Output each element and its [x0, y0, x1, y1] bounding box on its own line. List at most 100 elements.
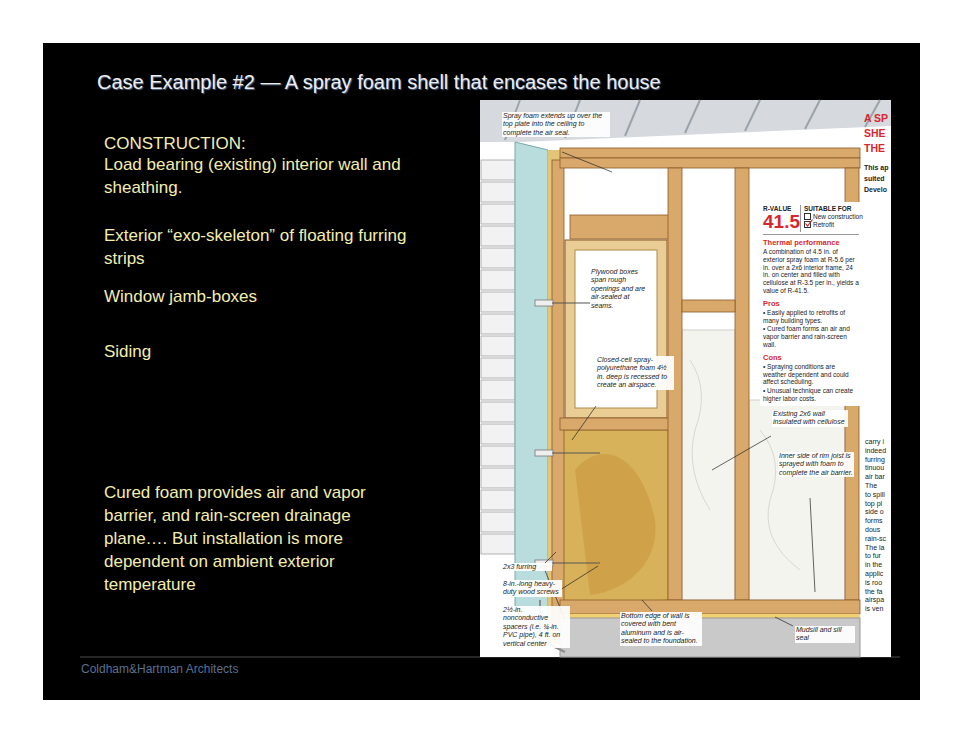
wall-illustration-part-part — [481, 534, 515, 554]
wall-illustration-part-part — [481, 292, 515, 312]
callout-label: Closed-cell spray-polyurethane foam 4½ i… — [596, 356, 674, 390]
bullet-text: • Unusual technique can create higher la… — [763, 387, 859, 403]
article-body-fragment: side o — [865, 508, 884, 516]
wall-illustration-part-part — [535, 300, 553, 306]
body-text: A combination of 4.5 in. of exterior spr… — [763, 248, 859, 295]
wall-illustration-part-part — [481, 468, 515, 488]
article-heading-fragment: THE — [864, 142, 885, 154]
wall-illustration-part-part — [625, 100, 640, 136]
wall-illustration-part-part — [481, 380, 515, 400]
article-deck-fragment: This ap — [864, 164, 889, 171]
bullet-text: Load bearing (existing) interior wall an… — [104, 153, 439, 199]
bullet-text: Exterior “exo-skeleton” of floating furr… — [104, 224, 439, 270]
wall-illustration-part-part — [481, 512, 515, 532]
wall-illustration-part — [565, 240, 667, 418]
article-body-fragment: airspa — [865, 596, 884, 604]
wall-illustration-part — [560, 600, 860, 614]
wall-illustration-part-part — [745, 100, 760, 131]
article-body-fragment: The la — [865, 544, 884, 552]
leader-lines-part — [562, 152, 612, 172]
slide-ground — [43, 43, 920, 700]
wall-illustration-part — [552, 303, 600, 563]
article-body-fragment: in the — [865, 561, 882, 569]
wall-illustration-part-part — [535, 450, 553, 456]
callout-label: Existing 2x6 wall insulated with cellulo… — [772, 410, 848, 427]
check-mark-stroke — [805, 220, 812, 227]
wall-illustration-part — [560, 158, 860, 168]
wall-illustration-part-part — [481, 490, 515, 510]
wall-illustration-part-part — [481, 160, 515, 180]
wall-illustration-part-part — [481, 270, 515, 290]
wall-illustration-part — [560, 418, 670, 430]
callout-label: 2½-in. nonconductive spacers (i.e. ¾-in.… — [502, 606, 570, 648]
leader-lines-part — [810, 498, 815, 592]
checkbox — [804, 221, 811, 228]
wall-illustration-part-part — [481, 248, 515, 268]
wall-illustration-part-part — [805, 100, 820, 129]
article-body-fragment: the fa — [865, 588, 883, 596]
wall-illustration-part — [481, 160, 515, 554]
article-body-fragment: tinuou — [865, 464, 884, 472]
wall-illustration-part-part — [552, 562, 600, 563]
option-text: New construction — [813, 213, 863, 220]
article-body-fragment: is roo — [865, 579, 882, 587]
wall-illustration-part — [749, 400, 845, 600]
article-body-fragment: air bar — [865, 473, 885, 481]
wall-illustration-part — [560, 618, 860, 657]
option-text: Retrofit — [813, 221, 834, 228]
wall-illustration-part-part — [481, 358, 515, 378]
leader-lines-part — [712, 436, 771, 470]
callout-label: 8-in.-long heavy-duty wood screws — [502, 580, 562, 597]
article-body-fragment: dous — [865, 526, 880, 534]
rating-value: 41.5 — [763, 212, 800, 232]
bullet-text: • Easily applied to retrofits of many bu… — [763, 309, 859, 325]
callout-label: Mudsill and sill seal — [795, 626, 855, 643]
summary-text: Cured foam provides air and vapor barrie… — [104, 481, 404, 596]
wall-illustration-part-part — [481, 336, 515, 356]
article-body-fragment: to fur — [865, 552, 881, 560]
section-heading: Thermal performance — [763, 238, 859, 247]
rating-heading: R-VALUE — [763, 205, 800, 212]
article-deck-fragment: Develo — [864, 186, 887, 193]
check-mark — [805, 219, 813, 227]
wall-illustration-part-part — [481, 446, 515, 466]
article-body-fragment: rain-sc — [865, 535, 886, 543]
wall-illustration-part-part — [481, 314, 515, 334]
wall-illustration-part-part — [481, 402, 515, 422]
footer-credit: Coldham&Hartman Architects — [81, 662, 238, 676]
info-panel: R-VALUE41.5SUITABLE FORNew constructionR… — [760, 202, 862, 406]
callout-label: Inner side of rim joist is sprayed with … — [778, 452, 854, 477]
checkbox — [804, 213, 811, 220]
article-body-fragment: top pl — [865, 500, 882, 508]
wall-illustration-part-part — [481, 204, 515, 224]
article-body-fragment: applic — [865, 570, 883, 578]
callout-label: Plywood boxes span rough openings and ar… — [590, 268, 654, 310]
bullet-text: Siding — [104, 340, 439, 363]
bullet-text: Window jamb-boxes — [104, 285, 439, 308]
callout-label: 2x3 furring — [502, 563, 552, 571]
wall-illustration-part — [560, 148, 860, 158]
checkbox-row: New construction — [804, 213, 863, 220]
leader-lines-part — [642, 600, 652, 611]
illustration-frame: Spray foam extends up over the top plate… — [480, 100, 891, 657]
wall-illustration-part — [480, 100, 891, 142]
article-body-fragment: indeed — [865, 447, 886, 455]
wall-illustration-part — [480, 100, 891, 657]
callout-label: Bottom edge of wall is covered with bent… — [620, 612, 702, 646]
wall-illustration-part — [735, 168, 749, 600]
article-body-fragment: furring — [865, 456, 885, 464]
leader-lines-part — [775, 617, 793, 626]
section-heading: CONSTRUCTION: — [104, 132, 439, 155]
article-deck-fragment: suited — [864, 175, 885, 182]
article-body-fragment: forms — [865, 517, 883, 525]
wall-illustration-part-part — [685, 100, 700, 133]
section-heading: Pros — [763, 299, 859, 308]
wall-illustration-part-part — [481, 424, 515, 444]
bullet-text: • Cured foam forms an air and vapor barr… — [763, 325, 859, 348]
wall-illustration-part — [535, 300, 553, 566]
article-body-fragment: The — [865, 482, 877, 490]
article-heading-fragment: A SP — [864, 112, 888, 124]
leader-lines-part — [572, 406, 596, 440]
callout-label: Spray foam extends up over the top plate… — [502, 112, 610, 137]
